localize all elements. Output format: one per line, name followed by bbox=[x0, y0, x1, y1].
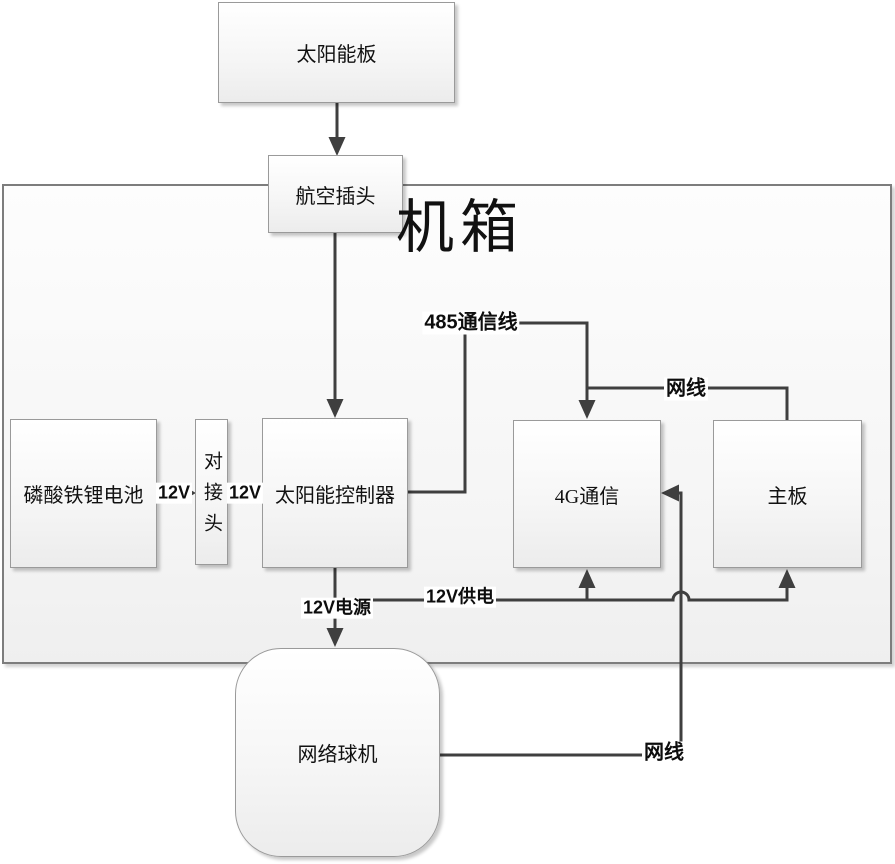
edge-label-lan-top: 网线 bbox=[664, 377, 708, 401]
node-network-camera-label: 网络球机 bbox=[297, 744, 378, 766]
node-aviation-plug: 航空插头 bbox=[268, 155, 403, 233]
edge-label-12v-docking: 12V bbox=[226, 482, 264, 504]
node-docking-connector-label: 对接头 bbox=[201, 450, 222, 544]
node-solar-panel: 太阳能板 bbox=[218, 2, 455, 103]
node-battery: 磷酸铁锂电池 bbox=[10, 419, 157, 568]
edge-label-lan-bottom: 网线 bbox=[642, 741, 686, 765]
node-solar-controller-label: 太阳能控制器 bbox=[275, 484, 395, 507]
arrowhead-into-mainboard-bottom bbox=[778, 569, 796, 588]
node-mainboard: 主板 bbox=[713, 420, 862, 568]
connector-12v-supply-rail bbox=[335, 586, 789, 602]
arrowhead-into-camera bbox=[326, 628, 344, 647]
enclosure-label: 机箱 bbox=[396, 195, 525, 260]
edge-label-485-comm-line: 485通信线 bbox=[422, 311, 520, 335]
node-solar-panel-label: 太阳能板 bbox=[296, 44, 377, 66]
edge-label-12v-battery: 12V bbox=[155, 482, 193, 504]
connector-lan-mainboard-to-4g bbox=[587, 386, 789, 420]
arrowhead-into-controller bbox=[326, 399, 344, 418]
arrowhead-into-4g-bottom bbox=[578, 569, 596, 588]
edge-label-12v-power: 12V电源 bbox=[300, 597, 374, 619]
node-mainboard-label: 主板 bbox=[767, 485, 808, 508]
node-solar-controller: 太阳能控制器 bbox=[262, 418, 408, 568]
arrowhead-into-plug bbox=[328, 137, 346, 156]
node-docking-connector: 对接头 bbox=[195, 419, 228, 565]
arrowhead-into-4g-top bbox=[578, 400, 596, 419]
arrowhead-into-4g-right bbox=[661, 484, 679, 502]
node-4g-comm: 4G通信 bbox=[513, 420, 661, 568]
node-battery-label: 磷酸铁锂电池 bbox=[23, 485, 144, 507]
node-aviation-plug-label: 航空插头 bbox=[295, 185, 376, 208]
edge-label-12v-supply: 12V供电 bbox=[423, 586, 497, 608]
node-network-camera: 网络球机 bbox=[235, 648, 440, 857]
node-4g-comm-label: 4G通信 bbox=[554, 485, 620, 508]
